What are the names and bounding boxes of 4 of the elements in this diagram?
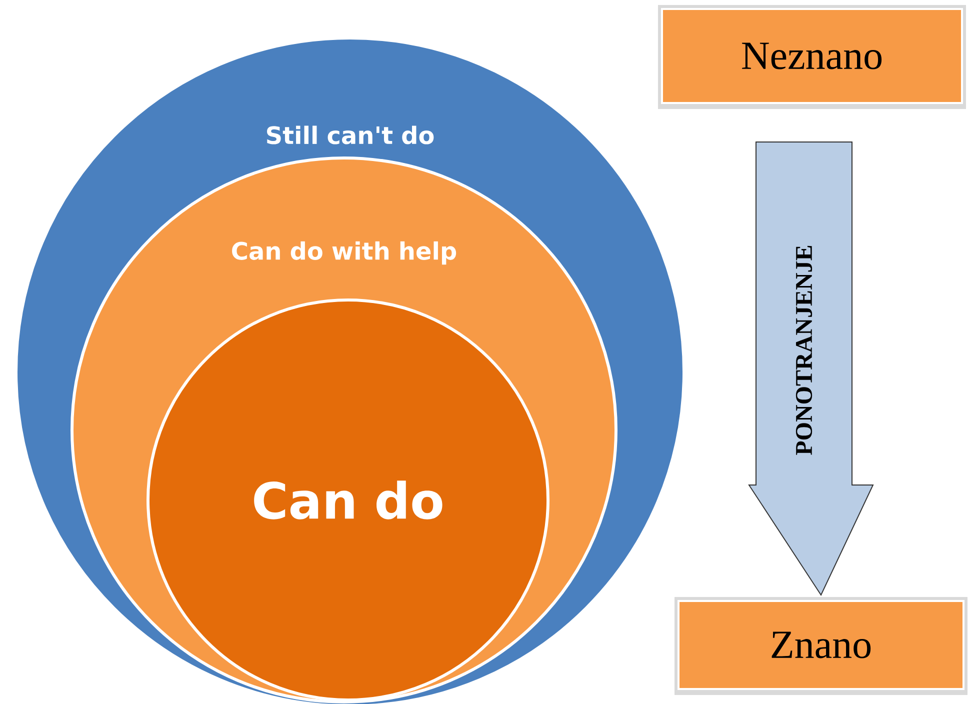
block-arrow [748,142,874,596]
label-box: Neznano [661,8,963,104]
label-box: Znano [678,600,964,690]
edge-label: PONOTRANJENJE [796,246,812,455]
